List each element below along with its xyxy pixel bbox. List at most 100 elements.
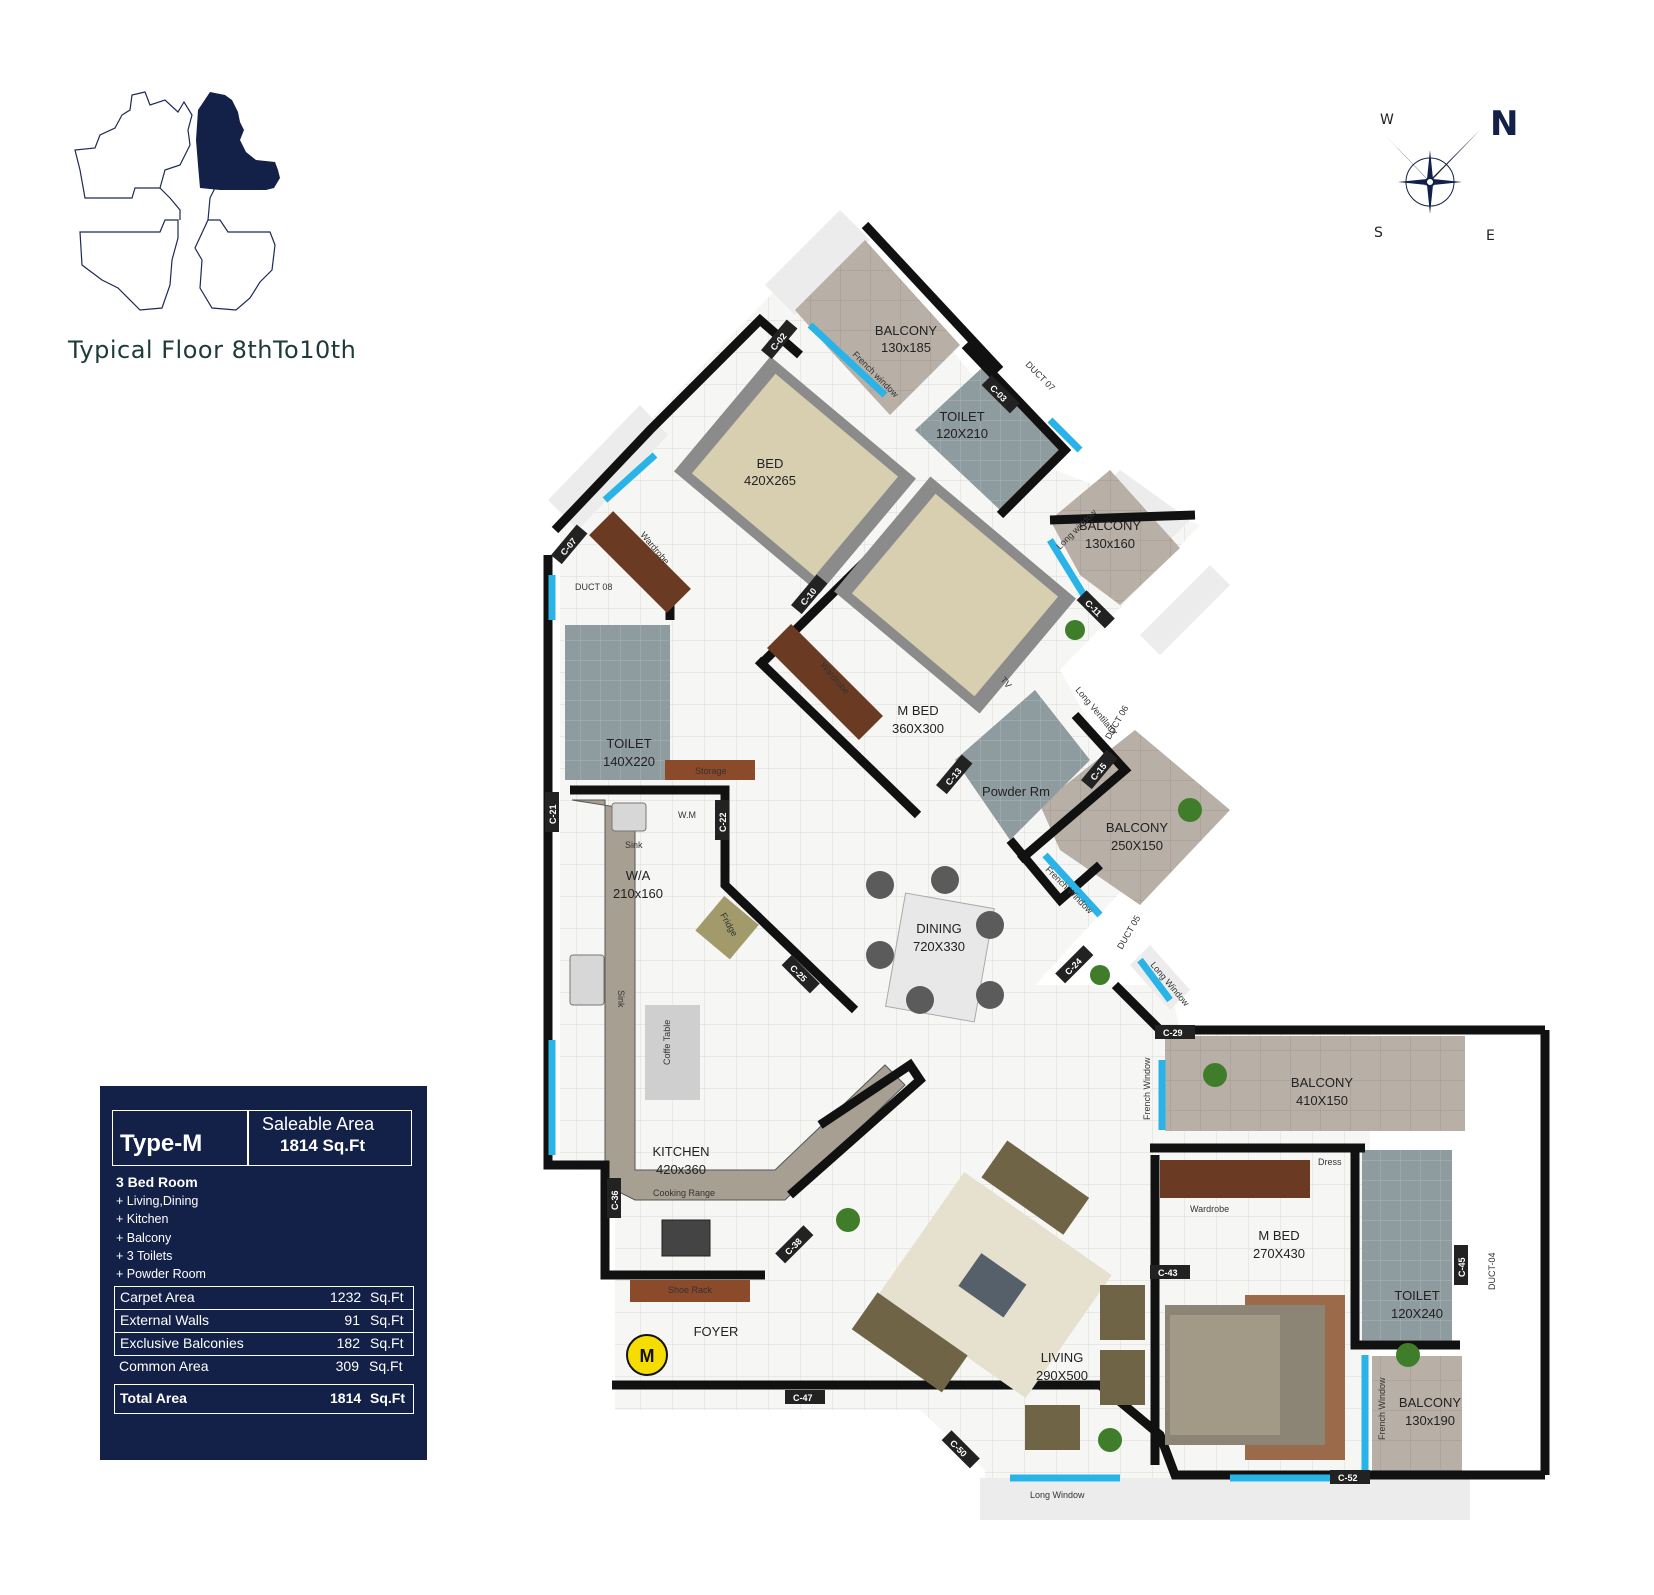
key-plan-block-nw xyxy=(74,91,193,199)
saleable-box xyxy=(248,1110,412,1166)
living-table-icon xyxy=(958,1253,1027,1318)
area-unit: Sq.Ft xyxy=(370,1312,404,1328)
saleable-value: 1814 Sq.Ft xyxy=(280,1136,366,1155)
dining-chairs-icon xyxy=(866,866,1004,1014)
toilet-left-size: 140X220 xyxy=(603,754,655,769)
kitchen-size: 420x360 xyxy=(656,1162,706,1177)
long-window-label-3: Long Window xyxy=(1030,1490,1085,1500)
coffee-table-icon xyxy=(645,1005,700,1100)
area-unit: Sq.Ft xyxy=(369,1358,403,1374)
balcony-right1-floor xyxy=(1050,470,1180,605)
balcony-br-name: BALCONY xyxy=(1399,1395,1461,1410)
feature-item: + 3 Toilets xyxy=(116,1249,173,1263)
column-tag-c29: C-29 xyxy=(1163,1028,1183,1038)
kitchen-name: KITCHEN xyxy=(652,1144,709,1159)
entry-marker-icon xyxy=(626,1334,668,1376)
toilet-left-floor xyxy=(565,625,670,780)
bed-size: 420X265 xyxy=(744,473,796,488)
duct-05-label: DUCT 05 xyxy=(1115,914,1142,951)
balcony-top-name: BALCONY xyxy=(875,323,937,338)
sink-icon xyxy=(611,802,647,832)
french-window-label-4: French Window xyxy=(1377,1377,1387,1440)
unit-type: Type-M xyxy=(120,1130,203,1157)
balcony-right1-size: 130x160 xyxy=(1085,536,1135,551)
area-value: 309 xyxy=(335,1358,359,1374)
area-unit: Sq.Ft xyxy=(370,1289,404,1305)
compass-rose-icon xyxy=(1382,130,1480,228)
type-box xyxy=(112,1110,248,1166)
feature-item: + Kitchen xyxy=(116,1212,169,1226)
area-label: Exclusive Balconies xyxy=(120,1335,244,1351)
area-row-total: Total Area 1814 Sq.Ft xyxy=(114,1384,414,1414)
balcony-big-name: BALCONY xyxy=(1291,1075,1353,1090)
column-tag-c47: C-47 xyxy=(793,1393,813,1403)
key-plan-title: Typical Floor 8thTo10th xyxy=(68,336,357,364)
entry-marker-label: M xyxy=(640,1346,655,1366)
living-size: 290X500 xyxy=(1036,1368,1088,1383)
total-label: Total Area xyxy=(120,1390,187,1406)
balcony-br-floor xyxy=(1372,1356,1462,1476)
balcony-top-floor xyxy=(795,240,960,415)
toilet-right-name: TOILET xyxy=(1394,1288,1439,1303)
wa-size: 210x160 xyxy=(613,886,663,901)
sink-label-2: Sink xyxy=(616,990,626,1008)
powder-room-name: Powder Rm xyxy=(982,784,1050,799)
duct-07-label: DUCT 07 xyxy=(1024,359,1057,392)
sofa-1-icon xyxy=(981,1140,1090,1235)
toilet-top-floor xyxy=(915,365,1065,510)
dining-size: 720X330 xyxy=(913,939,965,954)
armchair-icon-3 xyxy=(1025,1405,1080,1450)
french-window-label-3: French Window xyxy=(1142,1057,1152,1120)
compass-south-label: S xyxy=(1374,225,1383,241)
powder-room-floor xyxy=(955,690,1090,840)
area-row-carpet: Carpet Area 1232 Sq.Ft xyxy=(114,1286,414,1310)
balcony-big-size: 410X150 xyxy=(1296,1093,1348,1108)
balcony-top-size: 130x185 xyxy=(881,340,931,355)
compass-east-label: E xyxy=(1486,228,1495,244)
area-row-external-walls: External Walls 91 Sq.Ft xyxy=(114,1310,414,1332)
bed-3-icon xyxy=(1165,1295,1345,1460)
dining-name: DINING xyxy=(916,921,962,936)
toilet-top-name: TOILET xyxy=(939,409,984,424)
feature-item: + Living,Dining xyxy=(116,1194,199,1208)
key-plan-diagram xyxy=(74,91,280,311)
column-tag-c22: C-22 xyxy=(718,812,728,832)
cooking-range-icon xyxy=(661,1219,711,1257)
key-plan-block-sw xyxy=(79,219,179,311)
column-tag-c43: C-43 xyxy=(1158,1268,1178,1278)
m-bed-1-size: 360X300 xyxy=(892,721,944,736)
m-bed-2-name: M BED xyxy=(1258,1228,1299,1243)
cooking-range-label: Cooking Range xyxy=(653,1188,715,1198)
dress-label: Dress xyxy=(1318,1157,1342,1167)
foyer-name: FOYER xyxy=(694,1324,739,1339)
dining-table-icon xyxy=(885,892,995,1023)
wardrobe-1-icon xyxy=(589,511,691,613)
living-name: LIVING xyxy=(1041,1350,1084,1365)
area-value: 1232 xyxy=(330,1289,362,1305)
sink-label-1: Sink xyxy=(625,840,643,850)
area-value: 91 xyxy=(344,1312,360,1328)
compass-west-label: W xyxy=(1380,112,1394,128)
column-tag-c36: C-36 xyxy=(610,1190,620,1210)
column-tag-c52: C-52 xyxy=(1338,1473,1358,1483)
area-row-common: Common Area 309 Sq.Ft xyxy=(114,1356,412,1378)
area-unit: Sq.Ft xyxy=(370,1335,404,1351)
column-tag-c21: C-21 xyxy=(548,804,558,824)
bed-1-icon xyxy=(674,356,916,594)
bed-2-icon xyxy=(834,476,1076,714)
plant-icons xyxy=(836,620,1420,1452)
area-row-balconies: Exclusive Balconies 182 Sq.Ft xyxy=(114,1332,414,1356)
bed-name: BED xyxy=(757,456,784,471)
armchair-icon xyxy=(1100,1285,1145,1340)
wa-name: W/A xyxy=(626,868,651,883)
total-value: 1814 xyxy=(330,1390,362,1406)
balcony-mid-size: 250X150 xyxy=(1111,838,1163,853)
duct-08-label: DUCT 08 xyxy=(575,582,612,592)
wardrobe-2-icon xyxy=(767,624,883,740)
area-label: External Walls xyxy=(120,1312,209,1328)
feature-item: + Balcony xyxy=(116,1231,172,1245)
bedrooms: 3 Bed Room xyxy=(116,1174,198,1190)
wardrobe-3-icon xyxy=(1160,1160,1310,1198)
m-bed-2-size: 270X430 xyxy=(1253,1246,1305,1261)
